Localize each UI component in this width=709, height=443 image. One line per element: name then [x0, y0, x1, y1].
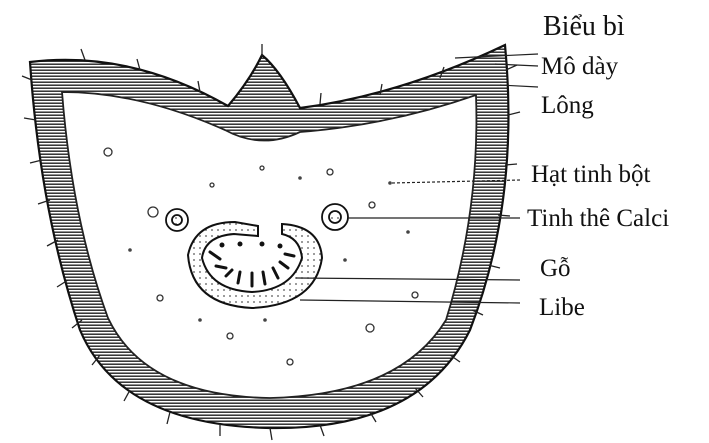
label-xylem: Gỗ — [540, 256, 571, 281]
label-hairs: Lông — [541, 93, 594, 118]
label-calcium-crystal: Tinh thê Calci — [527, 206, 669, 231]
label-phloem: Libe — [539, 295, 585, 320]
label-starch-grains: Hạt tinh bột — [531, 162, 650, 187]
label-collenchyma: Mô dày — [541, 54, 618, 79]
label-epidermis: Biểu bì — [543, 13, 625, 41]
